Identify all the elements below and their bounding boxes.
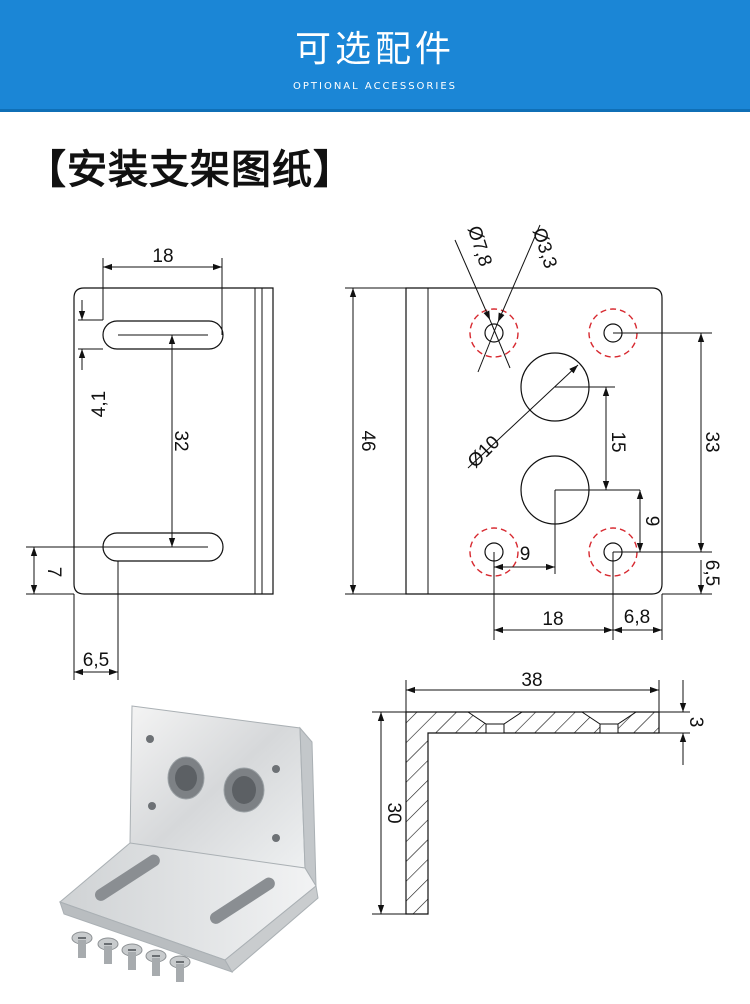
dim-large-hole-spacing: 15 <box>607 431 628 452</box>
front-plate-outline <box>405 287 663 595</box>
header-banner: 可选配件 OPTIONAL ACCESSORIES <box>0 0 750 112</box>
screws <box>71 931 191 982</box>
dim-lower-hole-offset-h: 9 <box>520 544 531 565</box>
small-hole-top-left <box>484 323 504 343</box>
dim-leg-height: 30 <box>383 802 404 823</box>
dim-side-width: 18 <box>152 246 173 267</box>
dim-base-length: 38 <box>521 670 542 691</box>
side-plate-outline <box>73 287 274 595</box>
dim-bottom-edge: 6,5 <box>701 560 722 586</box>
dim-counterbore-diameter: Ø7,8 <box>463 223 496 269</box>
bracket-photo <box>59 705 319 982</box>
dim-side-edge-right: 6,8 <box>624 607 650 628</box>
dim-small-hole-vspacing: 33 <box>701 431 722 452</box>
dim-lower-hole-offset-v: 9 <box>641 516 662 527</box>
banner-title: 可选配件 <box>294 29 455 70</box>
front-view: Ø7,8 Ø3,3 46 Ø10 15 33 9 9 6,5 18 <box>345 223 722 640</box>
side-view: 18 4,1 32 7 6,5 <box>26 246 274 680</box>
banner-subtitle: OPTIONAL ACCESSORIES <box>293 81 457 92</box>
dim-thickness: 3 <box>685 717 706 728</box>
dim-hole-diameter: Ø3,3 <box>528 225 561 271</box>
section-title: 【安装支架图纸】 <box>26 147 354 193</box>
dim-side-slot-offset: 4,1 <box>89 391 110 417</box>
upper-slot <box>102 320 224 350</box>
dim-small-hole-hspacing: 18 <box>542 609 563 630</box>
dim-side-edge: 6,5 <box>83 650 109 671</box>
section-view: 38 3 30 <box>372 670 706 915</box>
dim-bottom-slot-height: 7 <box>43 567 64 578</box>
dim-slot-spacing: 32 <box>170 430 191 451</box>
dim-plate-height: 46 <box>357 430 378 451</box>
